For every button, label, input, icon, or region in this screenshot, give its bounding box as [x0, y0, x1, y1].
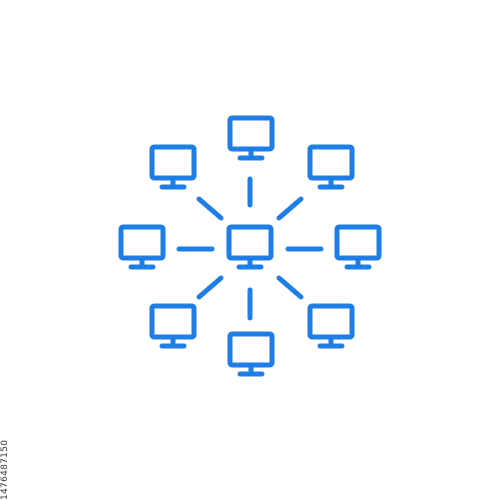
node-monitor-left-icon — [121, 227, 163, 267]
node-monitor-top-right-icon — [310, 147, 352, 187]
node-monitor-top-icon — [230, 118, 272, 158]
connection-lines — [176, 176, 324, 321]
connection-line-top-right — [276, 196, 304, 221]
stock-id-label: 1476487150 — [0, 439, 10, 500]
node-monitor-bottom-right-icon — [310, 306, 352, 346]
hub-monitor-icon — [229, 227, 271, 267]
node-monitor-bottom-icon — [230, 334, 272, 374]
node-monitor-right-icon — [337, 227, 379, 267]
node-monitor-top-left-icon — [152, 147, 194, 187]
connection-line-bottom-left — [196, 275, 224, 300]
connection-line-top-left — [196, 196, 224, 221]
node-monitor-bottom-left-icon — [152, 306, 194, 346]
connection-line-bottom-right — [276, 275, 304, 300]
